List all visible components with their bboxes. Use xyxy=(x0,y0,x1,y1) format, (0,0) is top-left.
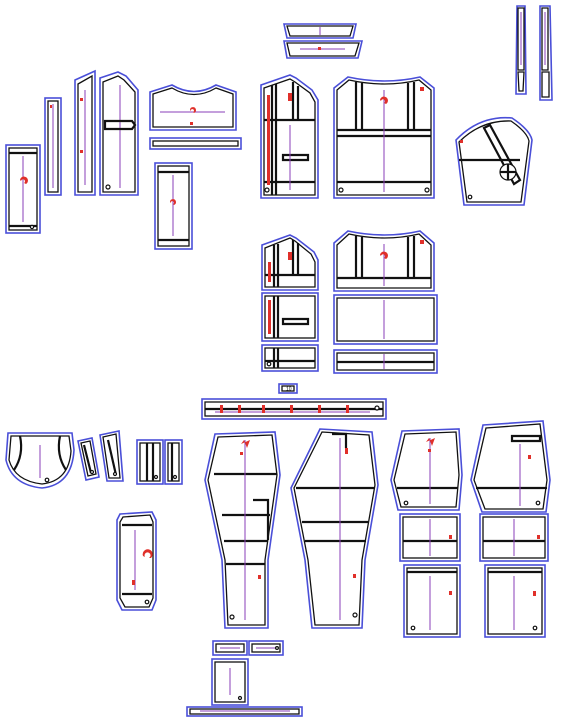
knee-patch-piece[interactable] xyxy=(116,511,157,611)
fly-piece-a[interactable] xyxy=(77,437,100,481)
lining-front-middle[interactable] xyxy=(261,292,319,342)
strap-piece-a[interactable] xyxy=(515,5,527,95)
jacket-front-piece[interactable] xyxy=(260,74,319,199)
seat-pocket-piece[interactable] xyxy=(5,432,75,489)
waistband-piece[interactable] xyxy=(201,398,387,420)
trouser-back-leg-a[interactable] xyxy=(290,428,379,629)
front-panel-with-welt[interactable] xyxy=(99,71,139,196)
lining-back-upper[interactable] xyxy=(333,230,435,292)
placket-piece[interactable] xyxy=(44,97,62,196)
back-yoke-piece[interactable] xyxy=(149,84,237,131)
binding-strip-piece[interactable] xyxy=(186,706,303,717)
pocket-facing-piece-a[interactable] xyxy=(212,640,248,656)
collar-piece-upper[interactable] xyxy=(283,23,357,39)
trouser-front-leg-b-middle[interactable] xyxy=(399,513,461,562)
trouser-front-leg-b-upper[interactable] xyxy=(390,428,463,511)
pocket-bag-piece-b[interactable] xyxy=(211,658,249,706)
lining-back-lower[interactable] xyxy=(333,349,438,374)
lining-front-lower[interactable] xyxy=(261,344,319,372)
back-yoke-band[interactable] xyxy=(149,137,242,150)
pocket-facing-piece-b[interactable] xyxy=(248,640,284,656)
center-back-piece[interactable] xyxy=(154,162,193,250)
lining-back-middle[interactable] xyxy=(333,294,438,345)
jacket-back-piece[interactable] xyxy=(333,76,435,199)
strap-piece-b[interactable] xyxy=(539,5,553,101)
belt-loop-piece-b[interactable] xyxy=(164,439,183,485)
trouser-front-leg-b-lower[interactable] xyxy=(403,564,461,638)
trouser-front-leg-a[interactable] xyxy=(204,431,281,629)
lining-front-upper[interactable] xyxy=(261,234,319,291)
trouser-back-leg-b-middle[interactable] xyxy=(479,513,549,562)
pocket-bag-piece[interactable] xyxy=(5,144,41,234)
tag-number: 10 xyxy=(286,387,292,393)
fly-piece-b[interactable] xyxy=(99,430,124,482)
sleeve-piece[interactable] xyxy=(455,116,533,206)
label-tag-piece[interactable]: 10 xyxy=(278,383,298,394)
collar-piece-lower[interactable] xyxy=(283,40,364,59)
trouser-back-leg-b-lower[interactable] xyxy=(484,564,546,638)
front-facing-piece[interactable] xyxy=(74,69,96,196)
trouser-back-leg-b-upper[interactable] xyxy=(470,420,551,513)
belt-loop-piece-a[interactable] xyxy=(136,439,164,485)
